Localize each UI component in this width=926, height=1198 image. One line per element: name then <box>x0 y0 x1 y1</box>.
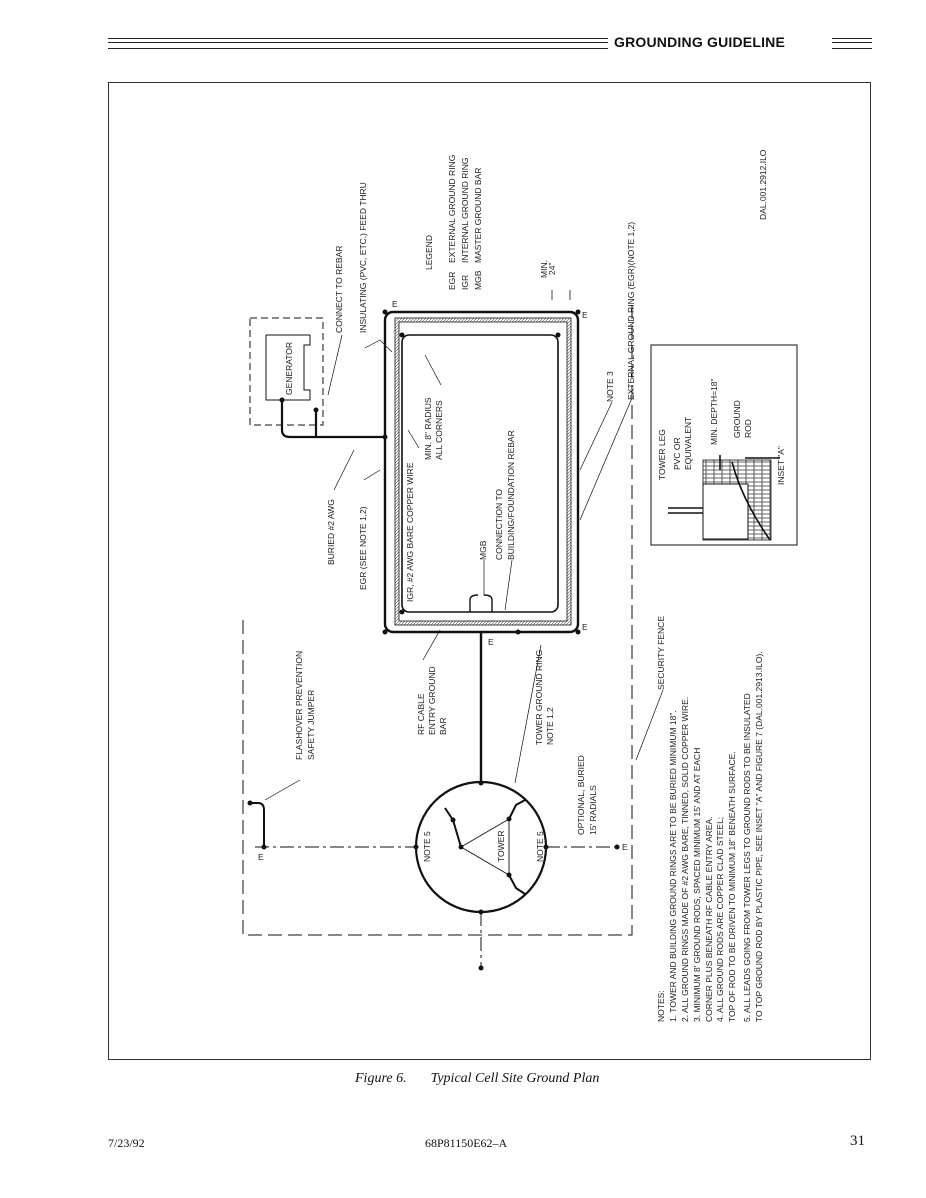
legend-desc: MASTER GROUND BAR <box>473 168 483 263</box>
note-line: 4. ALL GROUND RODS ARE COPPER CLAD STEEL… <box>715 817 725 1022</box>
note-line: TOP OF ROD TO BE DRIVEN TO MINIMUM 18" B… <box>727 751 737 1022</box>
note-line: 1. TOWER AND BUILDING GROUND RINGS ARE T… <box>668 710 678 1022</box>
tower-label: TOWER <box>496 831 506 862</box>
page-number: 31 <box>850 1133 865 1149</box>
ground-symbol: E <box>392 299 398 309</box>
min-24-label: 24" <box>547 263 557 275</box>
note5-label: NOTE 5 <box>422 831 432 862</box>
ground-symbol: E <box>258 852 264 862</box>
header-rule-right <box>832 38 872 49</box>
drawing-id: DAL.001.2912.ILO <box>758 149 768 220</box>
footer-doc-number: 68P81150E62–A <box>425 1136 508 1150</box>
security-fence-label: SECURITY FENCE <box>656 616 666 690</box>
connection-label: CONNECTION TO <box>494 489 504 560</box>
internal-ground-ring <box>401 334 559 613</box>
mgb-connection <box>469 594 493 612</box>
min-24-label: MIN. <box>539 260 549 278</box>
figure-number: Figure 6. <box>355 1071 407 1086</box>
note5-label: NOTE 5 <box>535 831 545 862</box>
legend-desc: EXTERNAL GROUND RING <box>447 155 457 263</box>
legend-desc: INTERNAL GROUND RING <box>460 158 470 263</box>
inset-a-box <box>650 344 798 546</box>
igr-label: IGR, #2 AWG BARE COPPER WIRE <box>405 462 415 602</box>
note-line: TO TOP GROUND ROD BY PLASTIC PIPE, SEE I… <box>754 651 764 1022</box>
inset-ground-rod: ROD <box>743 419 753 438</box>
figure-title: Typical Cell Site Ground Plan <box>430 1071 600 1086</box>
rf-cable-label: BAR <box>438 718 448 735</box>
generator-enclosure <box>249 317 324 426</box>
radials-label: OPTIONAL, BURIED <box>576 755 586 835</box>
note-line: 3. MINIMUM 8' GROUND RODS, SPACED MINIMU… <box>692 748 702 1022</box>
figure-frame <box>108 82 871 1060</box>
legend-abbr: IGR <box>460 275 470 290</box>
inset-min-depth: MIN. DEPTH=18" <box>709 378 719 445</box>
header-rule-left <box>108 38 608 49</box>
note-line: 5. ALL LEADS GOING FROM TOWER LEGS TO GR… <box>742 693 752 1022</box>
connection-label: BUILDING/FOUNDATION REBAR <box>506 430 516 560</box>
radials <box>255 846 617 968</box>
flashover-jumper <box>250 802 265 847</box>
radials-label: 15' RADIALS <box>588 785 598 835</box>
inset-title: INSET "A" <box>776 446 786 485</box>
tower-ring-label: TOWER GROUND RING <box>534 650 544 745</box>
legend-abbr: MGB <box>473 270 483 290</box>
tower-ring-label: NOTE 1,2 <box>545 707 555 745</box>
security-fence <box>242 300 633 936</box>
section-title: GROUNDING GUIDELINE <box>614 34 786 50</box>
tower-ground-ring <box>414 780 548 914</box>
legend-title: LEGEND <box>424 235 434 270</box>
inset-footing <box>702 483 749 540</box>
rf-cable-label: RF CABLE <box>416 693 426 735</box>
inset-pvc: PVC OR <box>672 437 682 470</box>
inset-pvc: EQUIVALENT <box>683 417 693 470</box>
tower-triangle <box>460 818 510 876</box>
mgb-label: MGB <box>478 540 488 560</box>
flashover-label: SAFETY JUMPER <box>306 690 316 760</box>
tower-lead <box>444 807 462 848</box>
egr-note-label: EGR (SEE NOTE 1,2) <box>358 506 368 590</box>
footer-date: 7/23/92 <box>108 1136 145 1150</box>
min-radius-label: ALL CORNERS <box>434 400 444 460</box>
inset-tower-leg: TOWER LEG <box>657 429 667 480</box>
flashover-label: FLASHOVER PREVENTION <box>294 651 304 760</box>
rotated-labels: GENERATOR CONNECT TO REBAR INSULATING (P… <box>284 149 786 1022</box>
note-line: 2. ALL GROUND RINGS MADE OF #2 AWG BARE,… <box>680 697 690 1022</box>
generator-cable <box>280 400 385 439</box>
rf-cable-label: ENTRY GROUND <box>427 666 437 735</box>
note-line: CORNER PLUS BENEATH RF CABLE ENTRY AREA. <box>704 817 714 1022</box>
ground-symbol: E <box>582 310 588 320</box>
insulating-label: INSULATING (PVC, ETC.) FEED THRU <box>358 182 368 333</box>
note3-label: NOTE 3 <box>605 371 615 402</box>
inset-ground-rod: GROUND <box>732 400 742 438</box>
notes-title: NOTES: <box>656 990 666 1022</box>
connect-to-rebar-label: CONNECT TO REBAR <box>334 246 344 333</box>
min-radius-label: MIN. 8" RADIUS <box>423 397 433 460</box>
figure-caption: Figure 6. Typical Cell Site Ground Plan <box>355 1071 623 1087</box>
ground-symbol: E <box>488 637 494 647</box>
legend-abbr: EGR <box>447 272 457 290</box>
egr-label: EXTERNAL GROUND RING (EGR)(NOTE 1,2) <box>626 222 636 400</box>
ground-symbol: E <box>622 842 628 852</box>
buried-awg-label: BURIED #2 AWG <box>326 499 336 565</box>
ground-symbol: E <box>582 622 588 632</box>
generator-label: GENERATOR <box>284 342 294 395</box>
